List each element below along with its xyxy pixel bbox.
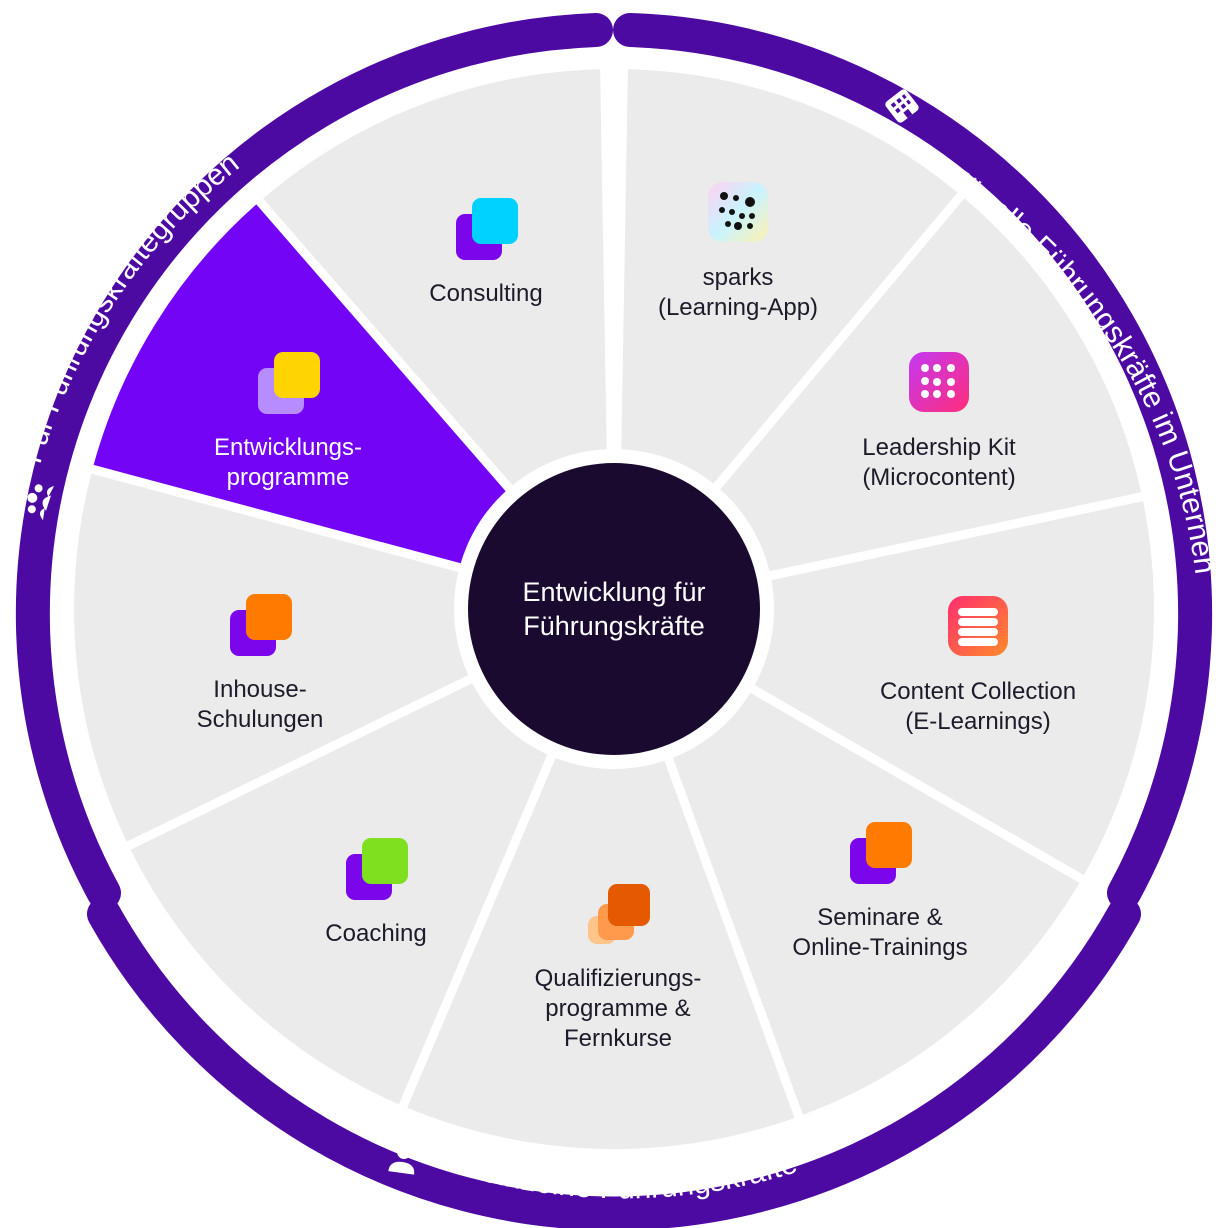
bar xyxy=(958,618,998,626)
dot xyxy=(733,195,739,201)
segment-label: Content Collection xyxy=(880,678,1076,705)
center-circle xyxy=(468,463,760,755)
dot xyxy=(947,378,955,386)
dot xyxy=(933,364,941,372)
segment-coaching[interactable]: Coaching xyxy=(130,683,548,1105)
dot xyxy=(745,197,755,207)
bar xyxy=(958,628,998,636)
dot xyxy=(719,207,725,213)
segment-label: Leadership Kit xyxy=(862,434,1016,461)
stacked-squares-orange-icon xyxy=(230,594,292,656)
stacked-squares-cyan-icon xyxy=(456,198,518,260)
segment-consulting[interactable]: Consulting xyxy=(263,69,607,486)
segment-label: Fernkurse xyxy=(564,1025,672,1052)
stacked-squares-yellow-icon xyxy=(258,352,320,414)
dot xyxy=(921,364,929,372)
segment-label: (Learning-App) xyxy=(658,294,818,321)
segment-label: (Microcontent) xyxy=(862,464,1015,491)
front-square xyxy=(866,822,912,868)
outer-ring xyxy=(15,13,1213,1228)
ring-arc-individual xyxy=(87,897,1141,1228)
segment-label: Consulting xyxy=(429,280,542,307)
segment-label: Seminare & xyxy=(817,904,942,931)
center-title-line2: Führungskräfte xyxy=(523,611,705,641)
building-icon xyxy=(885,89,919,123)
segment-label: Schulungen xyxy=(197,706,324,733)
segment-label: Online-Trainings xyxy=(792,934,967,961)
front-square xyxy=(472,198,518,244)
dot xyxy=(729,209,735,215)
front-square xyxy=(362,838,408,884)
people-group-icon xyxy=(27,484,55,521)
dot xyxy=(720,192,728,200)
ring-arc-groups xyxy=(15,13,613,910)
segment-shape xyxy=(130,683,548,1105)
segment-label: Coaching xyxy=(325,920,426,947)
segment-shape xyxy=(74,473,469,842)
dot xyxy=(921,390,929,398)
segments: Consultingsparks(Learning-App)Leadership… xyxy=(74,69,1154,1150)
segment-seminare[interactable]: Seminare & Online-Trainings xyxy=(672,692,1080,1115)
segment-shape xyxy=(407,758,795,1150)
dot xyxy=(734,222,742,230)
dot xyxy=(747,223,753,229)
dot xyxy=(947,364,955,372)
dot xyxy=(933,378,941,386)
segment-sparks[interactable]: sparks (Learning-App) xyxy=(621,69,958,484)
leadership-kit-app-icon xyxy=(909,352,969,412)
segment-shape xyxy=(672,692,1080,1115)
segment-label: Inhouse- xyxy=(213,676,306,703)
stacked-squares-green-icon xyxy=(346,838,408,900)
front-square xyxy=(274,352,320,398)
segment-shape xyxy=(621,69,958,484)
front-square xyxy=(608,884,650,926)
app-tile xyxy=(708,182,768,242)
segment-label: sparks xyxy=(703,264,774,291)
sparks-app-icon xyxy=(708,182,768,242)
segment-label: programme & xyxy=(545,995,690,1022)
dot xyxy=(749,213,755,219)
stacked-squares-orange-icon xyxy=(850,822,912,884)
person-icon xyxy=(388,1145,415,1175)
dot xyxy=(947,390,955,398)
dot xyxy=(725,221,731,227)
center-title-line1: Entwicklung für xyxy=(522,577,705,607)
ring-arc-company xyxy=(613,13,1213,910)
segment-shape xyxy=(754,501,1154,876)
content-collection-app-icon xyxy=(948,596,1008,656)
segment-leadership-kit[interactable]: Leadership Kit (Microcontent) xyxy=(720,198,1142,572)
bar xyxy=(958,608,998,616)
segment-content-collection[interactable]: Content Collection (E-Learnings) xyxy=(754,501,1154,876)
segment-label: Qualifizierungs- xyxy=(535,965,702,992)
segment-inhouse[interactable]: Inhouse- Schulungen xyxy=(74,473,469,842)
dot xyxy=(739,213,745,219)
segment-qualifizierung[interactable]: Qualifizierungs-programme & Fernkurse xyxy=(407,758,795,1150)
segment-label: Entwicklungs- xyxy=(214,434,362,461)
front-square xyxy=(246,594,292,640)
segment-entwicklungsprogramme[interactable]: Entwicklungs-programme xyxy=(93,204,506,564)
segment-label: programme xyxy=(227,464,350,491)
triple-squares-orange-icon xyxy=(588,884,650,944)
bar xyxy=(958,638,998,646)
segment-shape xyxy=(263,69,607,486)
segment-label: (E-Learnings) xyxy=(905,708,1050,735)
dot xyxy=(921,377,929,385)
dot xyxy=(933,390,941,398)
